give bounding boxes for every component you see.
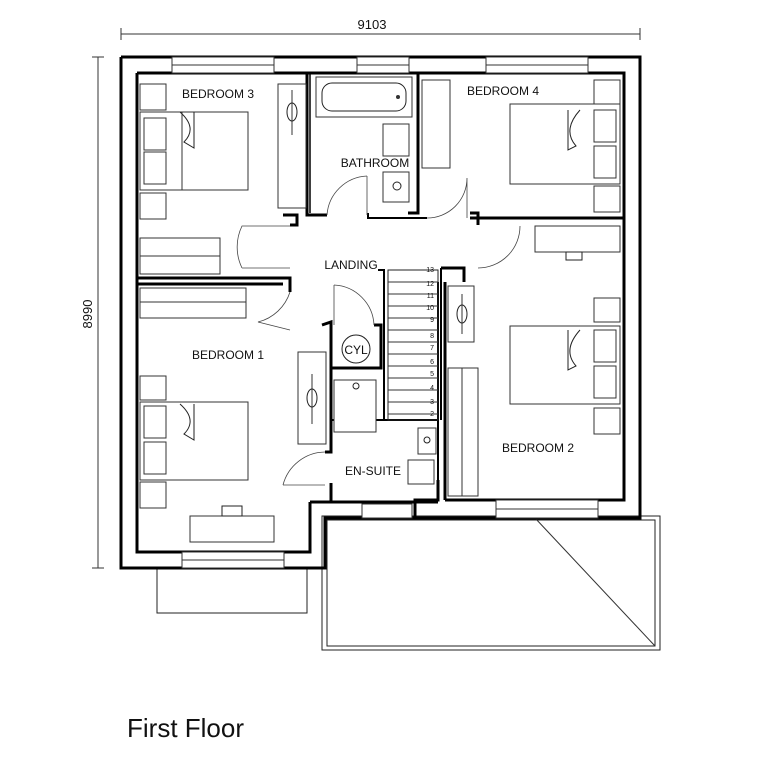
ensuite-fixtures — [333, 379, 437, 485]
height-dimension: 8990 — [80, 56, 104, 569]
room-label-en-suite: EN-SUITE — [345, 464, 401, 478]
bedroom1-furniture — [139, 287, 327, 543]
stair-step-number: 8 — [430, 333, 434, 340]
cylinder-cupboard — [341, 334, 371, 364]
stair-step-number: 5 — [430, 371, 434, 378]
room-label-bedroom-4: BEDROOM 4 — [467, 84, 539, 98]
stair-step-number: 7 — [430, 345, 434, 352]
room-label-bedroom-3: BEDROOM 3 — [182, 87, 254, 101]
stair-step-number: 12 — [426, 281, 434, 288]
stair-step-number: 9 — [430, 317, 434, 324]
room-label-cylinder: CYL — [344, 343, 368, 357]
stair-step-number: 6 — [430, 359, 434, 366]
room-label-landing: LANDING — [324, 258, 377, 272]
room-label-bedroom-1: BEDROOM 1 — [192, 348, 264, 362]
bedroom3-furniture — [139, 83, 307, 275]
door-swings — [236, 175, 521, 486]
room-label-bedroom-2: BEDROOM 2 — [502, 441, 574, 455]
windows — [171, 56, 599, 569]
room-label-bathroom: BATHROOM — [341, 156, 409, 170]
stair-step-number: 3 — [430, 399, 434, 406]
floor-title: First Floor — [127, 713, 244, 743]
bathroom-fixtures — [315, 76, 413, 203]
width-dimension-label: 9103 — [358, 17, 387, 32]
stair-step-number: 11 — [427, 293, 434, 300]
stair-step-number: 10 — [426, 305, 434, 312]
stair-step-number: 2 — [430, 411, 434, 418]
width-dimension: 9103 — [120, 17, 641, 40]
stair-step-number: 4 — [430, 385, 434, 392]
balcony — [321, 515, 661, 651]
staircase: 13 12 11 10 9 8 7 6 5 4 3 2 — [387, 267, 439, 421]
stair-step-number: 13 — [426, 267, 434, 274]
bedroom4-furniture — [421, 79, 621, 261]
bay-window-projection — [156, 567, 308, 614]
height-dimension-label: 8990 — [80, 300, 95, 329]
bedroom2-furniture — [447, 285, 621, 497]
